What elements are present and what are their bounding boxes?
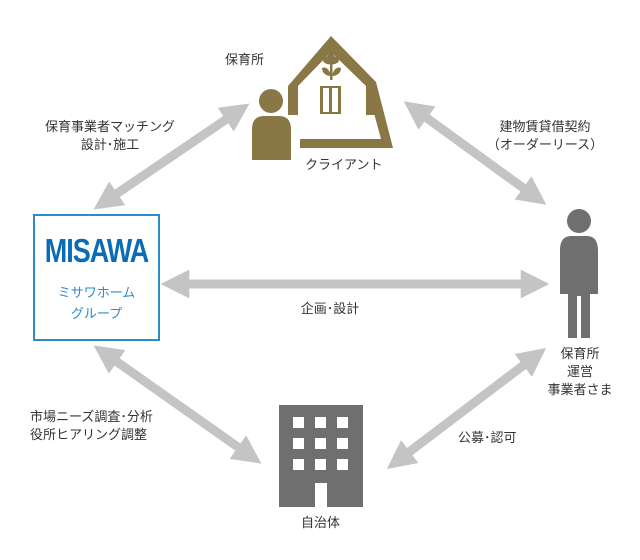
edge-label-operator-municipality: 公募･認可 bbox=[458, 431, 517, 446]
arrow-client-operator bbox=[403, 101, 547, 205]
office-building-icon bbox=[279, 405, 363, 507]
client-label: クライアント bbox=[305, 158, 383, 173]
nursery-label: 保育所 bbox=[225, 53, 265, 68]
operator-label-line: 事業者さま bbox=[547, 383, 613, 398]
misawa-logo: MISAWA bbox=[44, 232, 150, 270]
edge-label-misawa-municipality: 市場ニーズ調査･分析 役所ヒアリング調整 bbox=[30, 409, 153, 445]
misawa-group-box: MISAWA ミサワホーム グループ bbox=[33, 214, 160, 341]
misawa-subtitle: ミサワホーム グループ bbox=[35, 283, 158, 325]
arrow-misawa-municipality bbox=[93, 345, 262, 464]
edge-label-line: 建物賃貸借契約 bbox=[499, 120, 591, 135]
edge-label-line: （オーダーリース） bbox=[486, 138, 604, 153]
person-icon bbox=[252, 89, 291, 160]
municipality-label: 自治体 bbox=[301, 516, 341, 531]
house-with-flower-icon bbox=[288, 36, 393, 148]
edge-label-line: 市場ニーズ調査･分析 bbox=[30, 410, 153, 425]
edge-label-line: 設計･施工 bbox=[80, 138, 140, 153]
misawa-subtitle-line: ミサワホーム bbox=[57, 286, 136, 301]
edge-label-misawa-client: 保育事業者マッチング 設計･施工 bbox=[20, 119, 200, 155]
edge-label-line: 保育事業者マッチング bbox=[44, 120, 175, 135]
operator-label-line: 運営 bbox=[566, 365, 593, 380]
operator-label-line: 保育所 bbox=[560, 347, 600, 362]
misawa-subtitle-line: グループ bbox=[70, 307, 123, 322]
edge-label-misawa-operator: 企画･設計 bbox=[300, 302, 360, 317]
arrow-operator-municipality bbox=[386, 348, 547, 469]
arrow-misawa-client bbox=[93, 103, 250, 210]
person-icon bbox=[560, 209, 598, 338]
operator-label: 保育所 運営 事業者さま bbox=[530, 346, 630, 400]
edge-label-client-operator: 建物賃貸借契約 （オーダーリース） bbox=[470, 119, 620, 155]
edge-label-line: 役所ヒアリング調整 bbox=[30, 428, 148, 443]
